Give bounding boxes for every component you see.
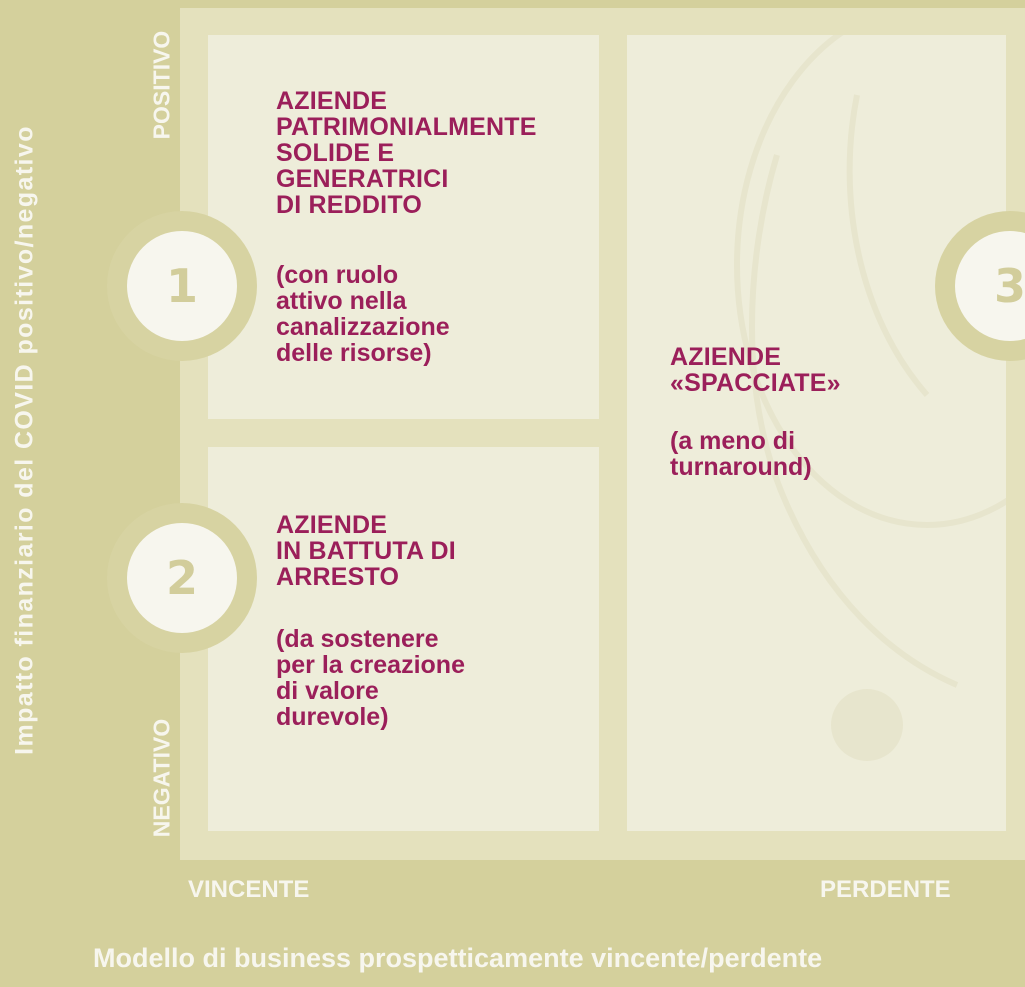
y-axis-top-label: POSITIVO [148, 30, 175, 140]
quadrant-2-number: 2 [127, 523, 237, 633]
x-axis-label: Modello di business prospetticamente vin… [93, 943, 823, 973]
x-axis-left-label: VINCENTE [188, 876, 310, 903]
quadrant-2-title: AZIENDE IN BATTUTA DI ARRESTO [276, 511, 456, 591]
quadrant-3-title: AZIENDE «SPACCIATE» [670, 343, 841, 397]
quadrant-1-title: AZIENDE PATRIMONIALMENTE SOLIDE E GENERA… [276, 87, 537, 219]
y-axis-bottom-label: NEGATIVO [148, 718, 175, 838]
x-axis-right-label: PERDENTE [820, 876, 951, 903]
quadrant-1-cell [208, 35, 599, 419]
quadrant-3-subtitle: (a meno di turnaround) [670, 427, 812, 481]
quadrant-2-subtitle: (da sostenere per la creazione di valore… [276, 625, 465, 731]
quadrant-1-number: 1 [127, 231, 237, 341]
y-axis-label: Impatto finanziario del COVID positivo/n… [10, 125, 39, 755]
quadrant-2-cell [208, 447, 599, 831]
quadrant-1-subtitle: (con ruolo attivo nella canalizzazione d… [276, 261, 450, 367]
